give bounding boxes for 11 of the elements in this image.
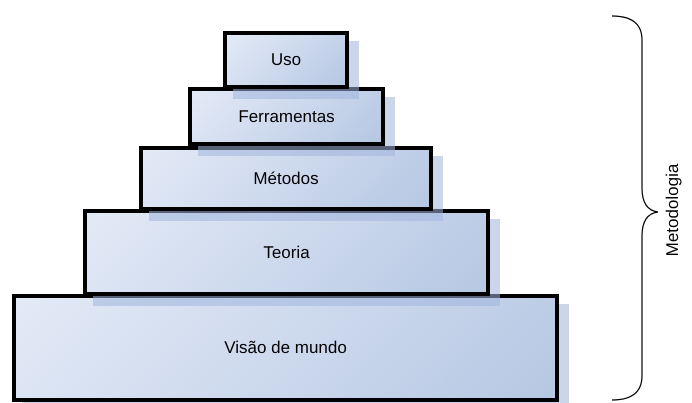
pyramid-tier [139,146,433,211]
pyramid-tier [83,209,490,296]
tier-label: Uso [270,50,302,70]
pyramid-tier [223,31,349,89]
tier-label: Visão de mundo [224,338,347,358]
pyramid-tier [188,87,385,146]
tier-label: Métodos [253,168,319,188]
bracket-label: Metodologia [663,164,683,256]
tier-label: Teoria [263,242,310,262]
pyramid-tier [12,294,559,402]
tier-label: Ferramentas [238,106,335,126]
